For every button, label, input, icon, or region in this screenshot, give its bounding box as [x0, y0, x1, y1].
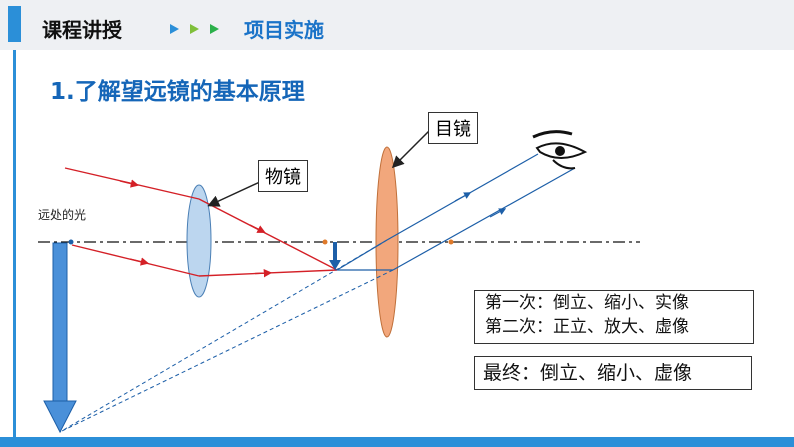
focal-point — [68, 239, 74, 245]
section-title: 1.了解望远镜的基本原理 — [50, 79, 305, 105]
step-two-text: 第二次：正立、放大、虚像 — [485, 317, 689, 337]
focal-point — [448, 239, 454, 245]
eye-icon — [532, 130, 588, 170]
focal-point — [322, 239, 328, 245]
step-one-text: 第一次：倒立、缩小、实像 — [485, 293, 689, 313]
header-subtitle: 项目实施 — [244, 18, 324, 42]
eyepiece-label: 目镜 — [428, 112, 478, 144]
final-image — [52, 242, 68, 402]
image-steps-box: 第一次：倒立、缩小、实像 第二次：正立、放大、虚像 — [474, 290, 754, 344]
objective-lens — [186, 184, 212, 298]
virtual-ray — [59, 239, 388, 433]
callout-pointer — [391, 127, 433, 169]
footer-bar — [0, 437, 794, 447]
distant-light-label: 远处的光 — [38, 208, 87, 222]
final-result-text: 最终：倒立、缩小、虚像 — [483, 362, 693, 384]
header-title: 课程讲授 — [42, 18, 122, 42]
callout-pointer — [207, 180, 263, 207]
refracted-ray — [198, 198, 338, 271]
header-arrows-icon — [170, 24, 219, 34]
header-accent — [8, 6, 21, 42]
final-result-box: 最终：倒立、缩小、虚像 — [474, 356, 752, 390]
objective-label: 物镜 — [258, 160, 308, 192]
virtual-ray — [59, 269, 394, 433]
header-bar: 课程讲授 项目实施 — [0, 0, 794, 50]
eyepiece-lens — [375, 146, 399, 338]
emergent-ray — [392, 167, 576, 271]
left-accent-line — [13, 50, 16, 447]
